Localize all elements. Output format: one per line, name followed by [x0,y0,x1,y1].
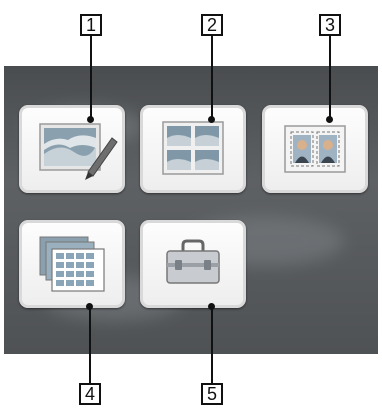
callout-1-dot [87,116,94,123]
edit-photo-tile[interactable] [19,105,125,193]
four-photo-layout-icon [162,121,224,175]
layout-tile[interactable] [140,105,246,193]
callout-4: 4 [79,383,101,405]
callout-5: 5 [201,383,223,405]
callout-2-dot [208,116,215,123]
callout-3-dot [326,116,333,123]
calendar-tile[interactable] [19,220,125,308]
callout-1: 1 [80,14,102,36]
callout-2-line [211,36,213,119]
callout-3-line [329,36,331,119]
calendar-stack-icon [39,236,105,292]
callout-2: 2 [201,14,223,36]
tools-tile[interactable] [140,220,246,308]
callout-4-line [89,306,91,386]
callout-5-line [211,306,213,386]
callout-3: 3 [319,14,341,36]
id-photo-icon [284,125,346,173]
toolbox-icon [166,239,220,284]
id-photo-tile[interactable] [262,105,368,193]
photo-edit-icon [39,123,118,180]
callout-1-line [90,36,92,119]
